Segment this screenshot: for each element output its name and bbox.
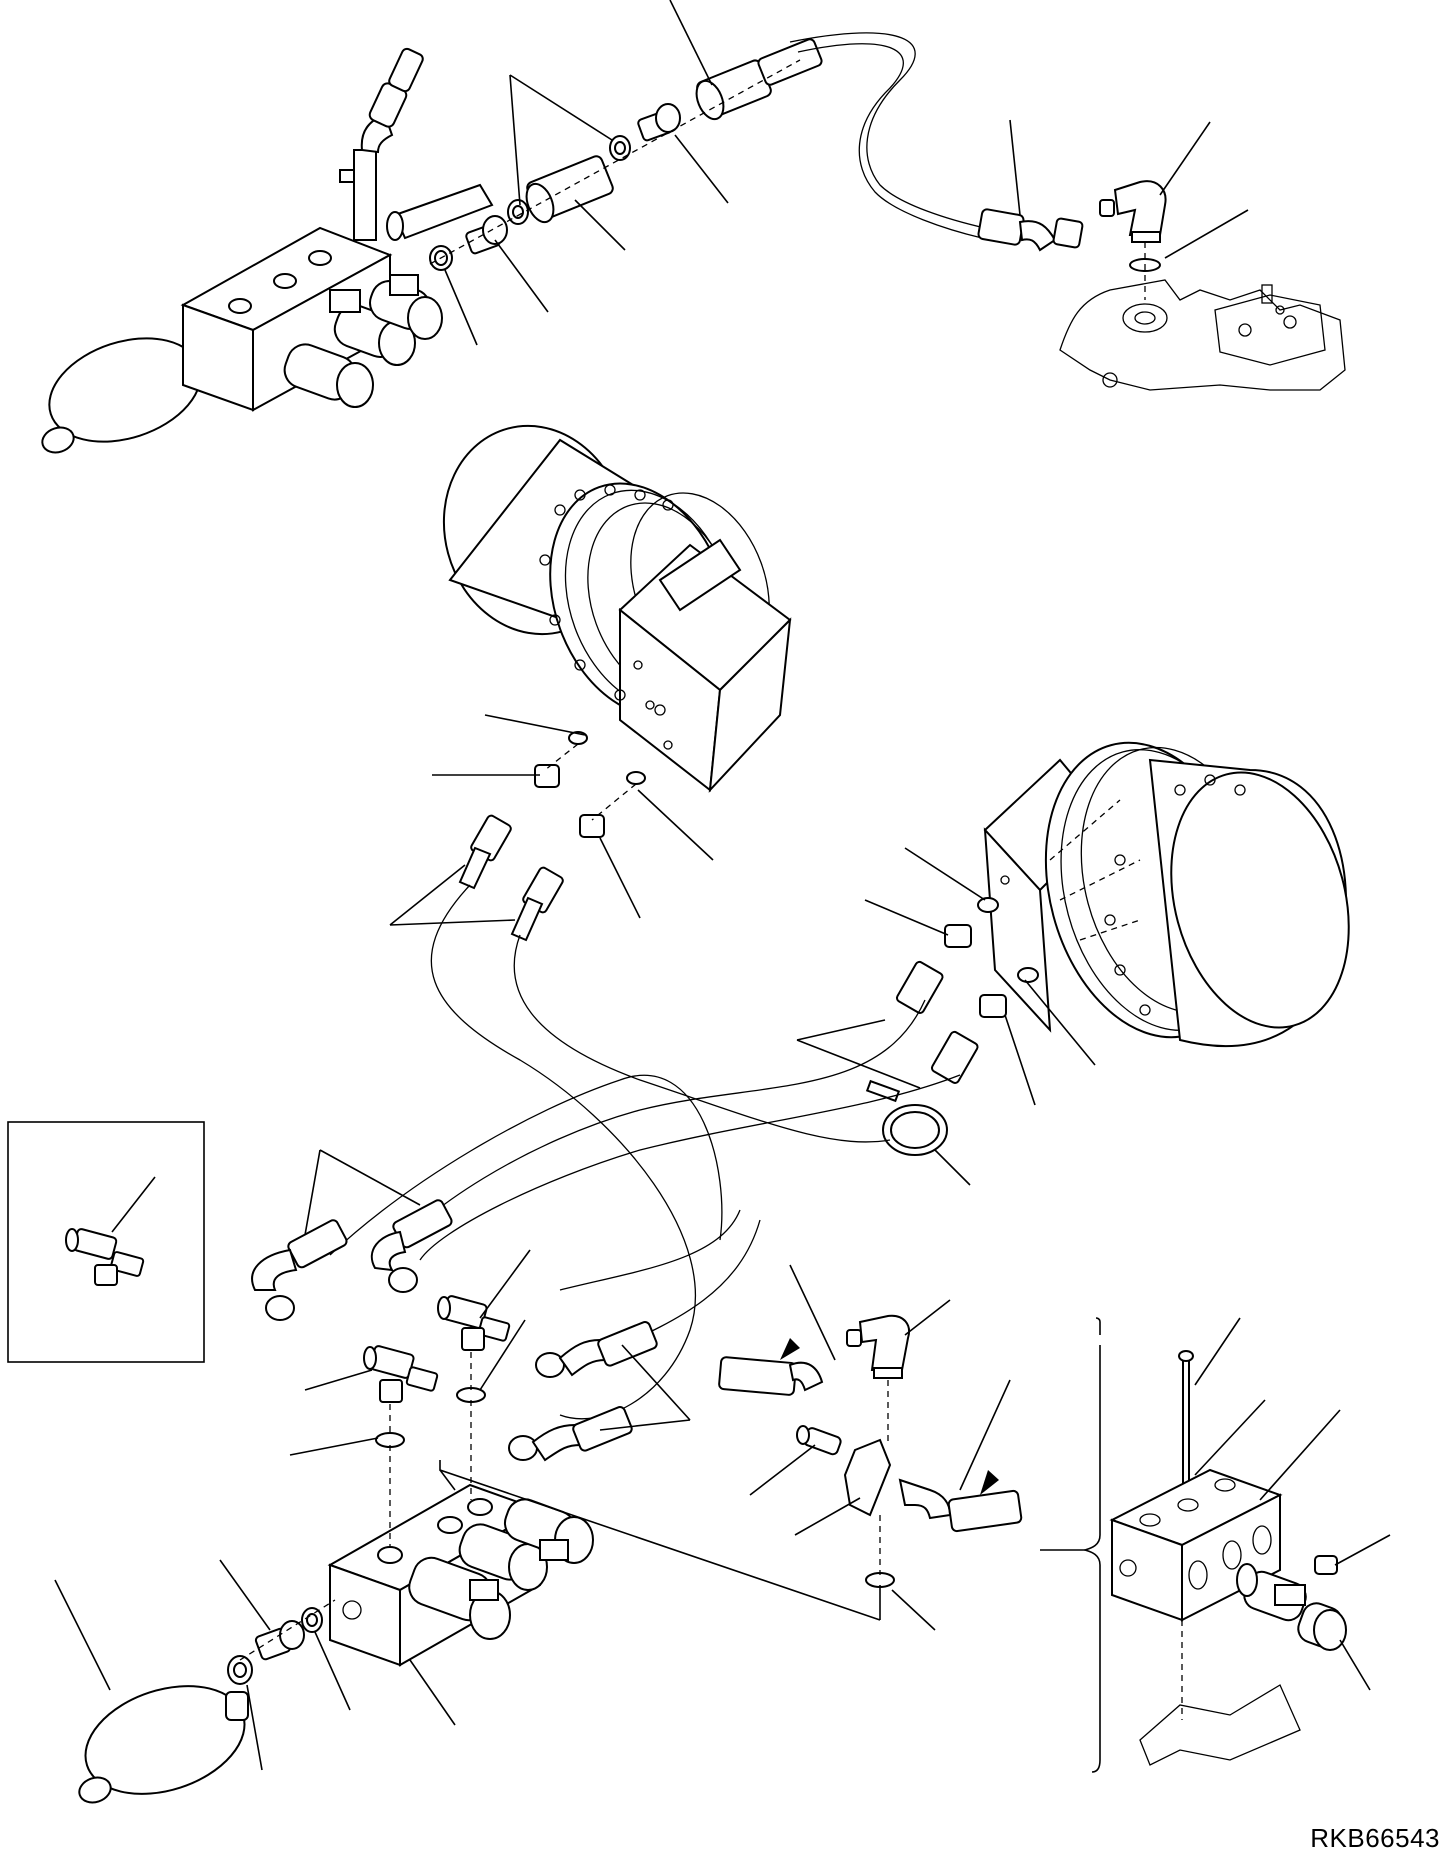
lower-tees [289, 1249, 531, 1456]
crossing-hoses [329, 884, 961, 1420]
top-leaders [444, 0, 729, 346]
detail-block [1040, 1317, 1391, 1773]
top-solenoids [283, 274, 443, 408]
top-valve-assembly [41, 0, 823, 454]
direction-arrows [780, 1338, 999, 1495]
drawing-reference-code: RKB66543 [1310, 1823, 1440, 1853]
inset-box [7, 1121, 205, 1363]
lower-left-hoses [251, 1149, 453, 1321]
upper-travel-motor [442, 424, 792, 793]
lower-accumulator [54, 1559, 351, 1804]
lower-center-fittings [718, 1264, 1023, 1631]
lower-elbow-hoses [508, 1321, 691, 1462]
hose-clamp [865, 1079, 971, 1186]
top-upper-pipe [339, 47, 494, 241]
right-travel-motor [983, 741, 1350, 1047]
lower-valve-block [327, 1400, 881, 1726]
upper-motor-fittings [389, 714, 714, 942]
top-fittings-chain [429, 38, 823, 271]
top-right-hose [789, 32, 1084, 252]
right-motor-fittings [796, 847, 1096, 1106]
top-right-pump [1059, 121, 1346, 391]
